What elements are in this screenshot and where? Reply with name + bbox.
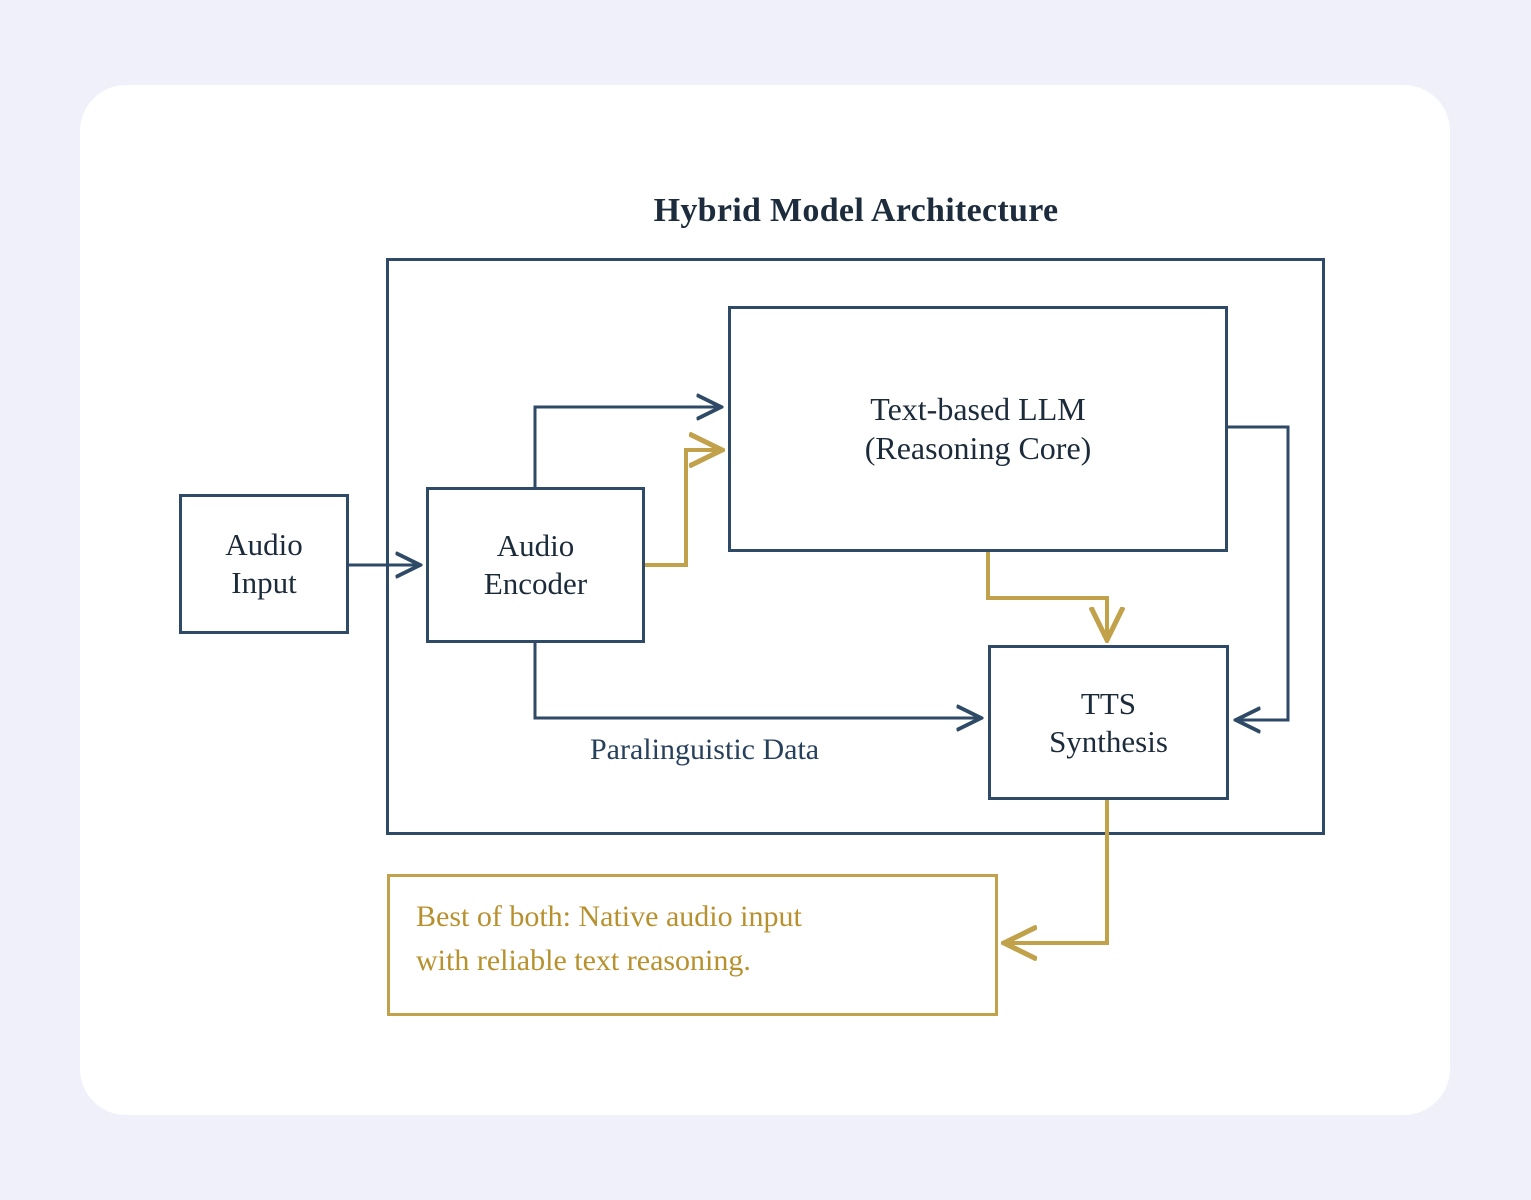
node-audio-input-label-line2: Input — [231, 565, 297, 600]
node-tts-synthesis-label-line1: TTS — [1080, 685, 1137, 721]
node-tts-synthesis-label-line2: Synthesis — [1049, 723, 1168, 759]
node-text-based-llm-label-line2: (Reasoning Core) — [864, 430, 1092, 466]
node-text-based-llm-label-line1: Text-based LLM — [870, 390, 1086, 427]
node-text-based-llm[interactable]: Text-based LLM (Reasoning Core) — [728, 306, 1228, 552]
node-audio-input-label-line1: Audio — [225, 527, 303, 563]
hybrid-model-container-box — [386, 258, 1325, 835]
edge-label-paralinguistic-data: Paralinguistic Data — [590, 733, 820, 766]
node-audio-encoder-label-line1: Audio — [496, 528, 575, 564]
callout-box: Best of both: Native audio input with re… — [387, 874, 998, 1016]
node-tts-synthesis[interactable]: TTS Synthesis — [988, 645, 1229, 800]
node-audio-input[interactable]: Audio Input — [179, 494, 349, 634]
diagram-title: Hybrid Model Architecture — [653, 192, 1059, 229]
node-audio-encoder[interactable]: Audio Encoder — [426, 487, 645, 643]
node-audio-encoder-label-line2: Encoder — [483, 566, 588, 601]
callout-line2: with reliable text reasoning. — [416, 943, 751, 977]
callout-line1: Best of both: Native audio input — [416, 900, 802, 933]
